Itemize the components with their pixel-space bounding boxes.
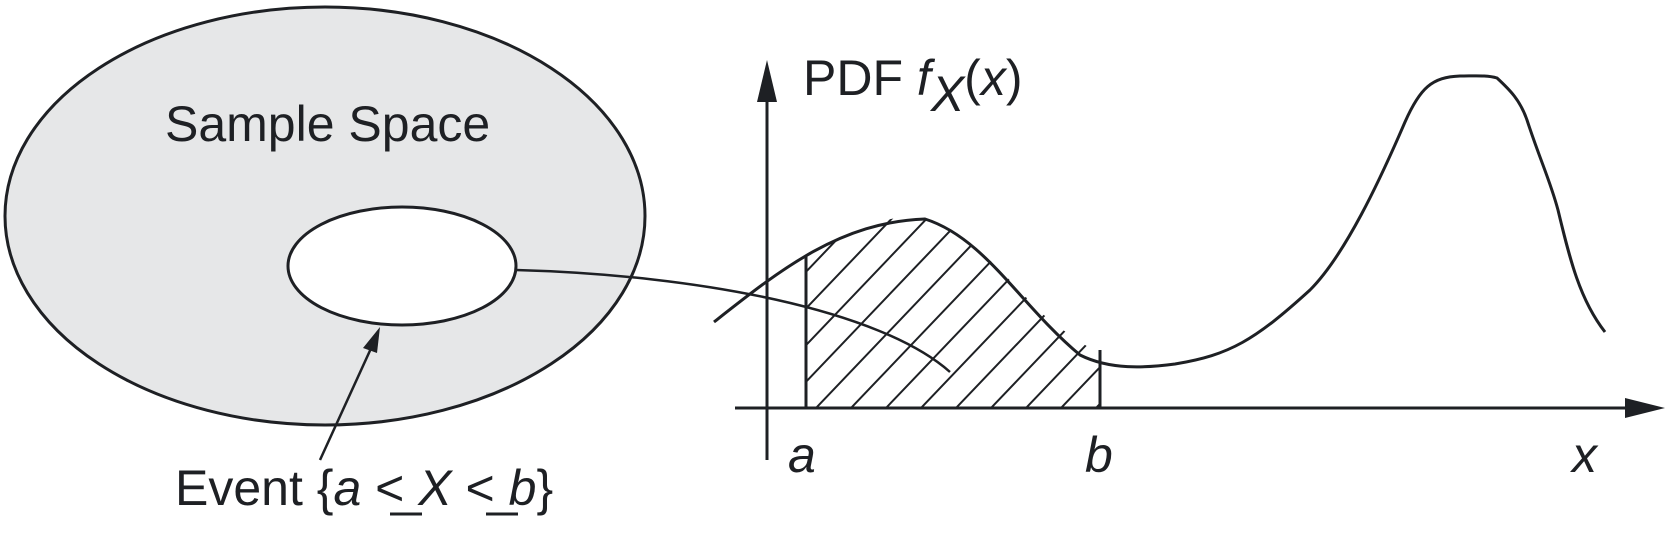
event-label: Event {a < X < b} [175,460,553,516]
event-pointer-line [318,343,375,461]
tick-label-b: b [1085,427,1113,483]
event-region [286,205,518,327]
tick-label-a: a [788,427,816,483]
pdf-curve [713,74,1607,369]
sample-space-region [3,5,647,427]
sample-space-label: Sample Space [165,96,490,152]
pdf-axis-label: PDF fX(x) [803,50,1022,122]
event-pointer-arrowhead [363,327,380,353]
x-axis-arrowhead [1625,398,1665,418]
x-axis-label: x [1570,427,1599,483]
y-axis-arrowhead [757,60,777,102]
probability-hatch-area [806,217,1100,408]
event-mapping-curve [515,268,951,373]
